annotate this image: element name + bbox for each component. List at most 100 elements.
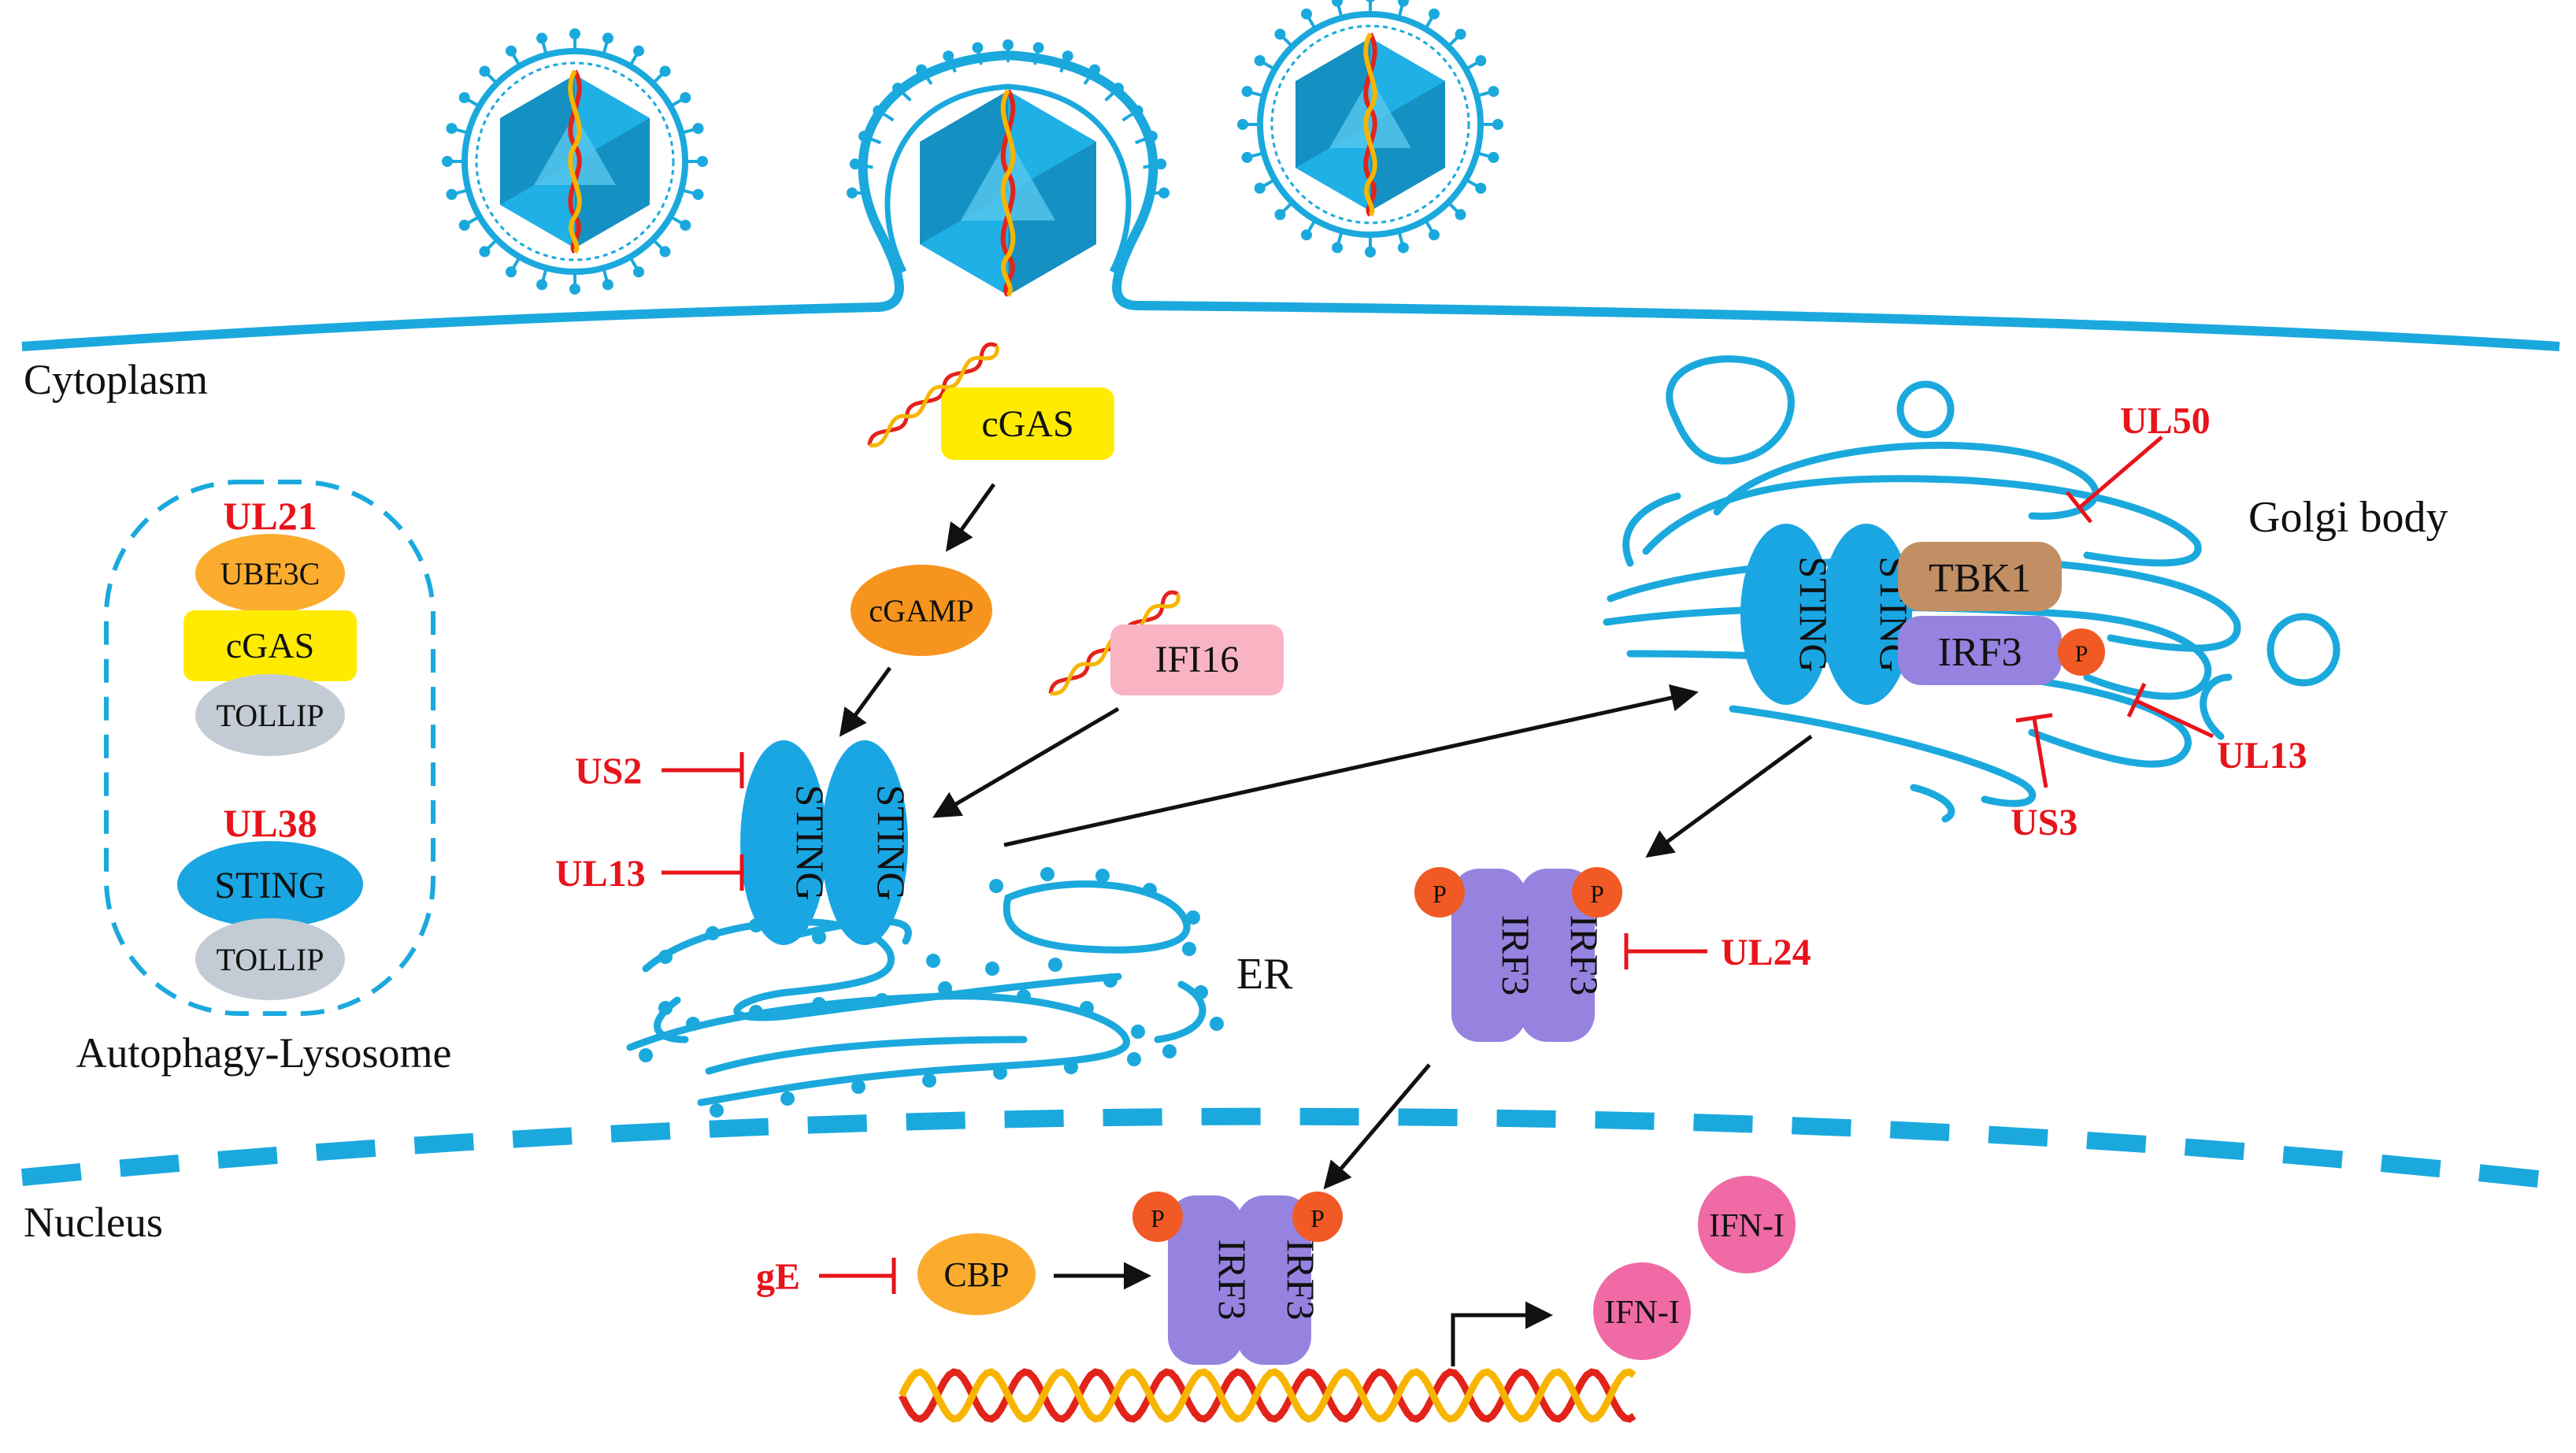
arrow-irf3-to-nucleus [1323,1063,1431,1190]
ribosome [780,1092,795,1106]
cgas-protein-lysosome [183,610,357,681]
ribosome [922,1073,936,1088]
tollip-label-top: TOLLIP [216,698,324,733]
phospho-marker-cyto-left [1414,867,1465,917]
virion-spike-tip [692,123,704,135]
transcription-arrow [1451,1301,1553,1366]
ribosome [938,981,952,995]
virion-spike-tip [1301,229,1312,241]
virion-spike-tip [1003,39,1014,50]
virion-spike-tip [1475,183,1487,194]
virion-spike-tip [1158,187,1169,198]
ul24-label: UL24 [1721,932,1811,973]
virion-right [1237,0,1503,258]
virion-spikes [442,28,708,295]
inhibition-markers [662,436,2215,1294]
cell-membrane [21,50,2560,351]
virion-spike-tip [446,123,458,135]
ribosome [1194,985,1208,999]
arrow-cgas-to-cgamp [945,483,996,552]
tbk1-protein [1898,542,2062,611]
virion-spike-tip [847,187,858,198]
virion-envelope [461,48,688,275]
sting-protein-golgi-right [1821,524,1912,705]
sting-protein-er-right [821,740,908,945]
ul13-er-label: UL13 [555,853,646,895]
virion-spike-tip [1475,55,1487,66]
ribosome [710,1103,724,1118]
virion-spike-tip [659,65,671,77]
phospho-marker-nucleus-right [1292,1192,1343,1242]
virion-spike-tip [602,32,613,44]
phospho-marker-cyto-right [1572,867,1622,917]
virion-spike-tip [1429,8,1440,20]
tollip-label-bottom: TOLLIP [216,942,324,977]
irf3-label-nucleus-left: IRF3 [1210,1240,1255,1321]
irf3-label-golgi: IRF3 [1938,630,2022,675]
phospho-label-golgi: P [2075,641,2089,667]
ribosome [875,993,889,1007]
golgi-body-label: Golgi body [2248,493,2448,542]
virion-spike-tip [1488,86,1499,98]
virion-spike-tip [1332,0,1344,7]
ifn-label-top: IFN-I [1709,1208,1785,1244]
inhibit-us3 [2032,717,2048,788]
ribosome [706,926,720,940]
virion-spike-tip [915,64,927,76]
ribosome [1103,973,1118,988]
virion-spike-tip [1089,64,1101,76]
host-genomic-dna [898,1368,1636,1423]
virion-left [442,28,708,295]
phospho-label-cyto-right: P [1590,880,1604,908]
virion-spike-tip [697,156,708,167]
ul13-golgi-label: UL13 [2217,735,2307,777]
virion-envelope [1257,11,1484,238]
phospho-marker-golgi [2058,628,2105,676]
ifn-molecule-bottom [1593,1262,1691,1360]
virion-spike-tip [633,45,644,57]
ribosome [812,997,826,1011]
virion-spike-tip [849,158,861,170]
ribosome [1040,867,1054,881]
ribosome [658,1001,673,1015]
phospho-label-nucleus-right: P [1310,1204,1325,1232]
irf3-protein-nucleus-right [1236,1195,1311,1365]
ribosome [658,950,673,964]
virion-spike-tip [1113,82,1125,94]
virion-spike-tip [569,28,580,39]
virion-spike-tip [536,32,548,44]
ifn-label-bottom: IFN-I [1604,1295,1680,1331]
lysosome-boundary [104,480,436,1016]
virion-spike-tip [479,246,491,258]
sting-label-er-right: STING [869,784,914,900]
virion-spike-tip [1241,86,1253,98]
virion-spike-tip [1455,209,1466,221]
cgas-protein [941,387,1114,460]
sting-label-er-left: STING [788,784,832,900]
cbp-protein [917,1233,1036,1315]
ribosome [639,1048,653,1062]
ribosome [686,1017,700,1031]
ribosome [989,879,1003,893]
virion-spike-tip [1062,50,1073,62]
virion-spike-tip [1429,229,1440,241]
virion-spike-tip [1301,8,1312,20]
ribosome [1017,989,1031,1003]
virion-spike-tip [680,92,691,103]
ul50-label: UL50 [2120,400,2211,442]
sting-protein-er-left [740,740,827,945]
cgas-label: cGAS [981,403,1073,445]
virion-spike-tip [458,220,470,231]
virion-spike-tip [1146,131,1158,143]
ifn-molecule-top [1698,1176,1796,1273]
virion-spike-tip [442,156,453,167]
virion-spike-tip [1274,28,1286,40]
irf3-protein-nucleus-left [1168,1195,1243,1365]
sting-label-golgi-left: STING [1792,556,1836,672]
ribosome [1080,1001,1094,1015]
cgamp-molecule [851,565,992,656]
sting-protein-lysosome [177,841,363,928]
autophagy-lysosome-compartment: UL21 UBE3C cGAS TOLLIP UL38 STING TOLLIP [104,480,436,1016]
ifi16-label: IFI16 [1155,639,1240,680]
